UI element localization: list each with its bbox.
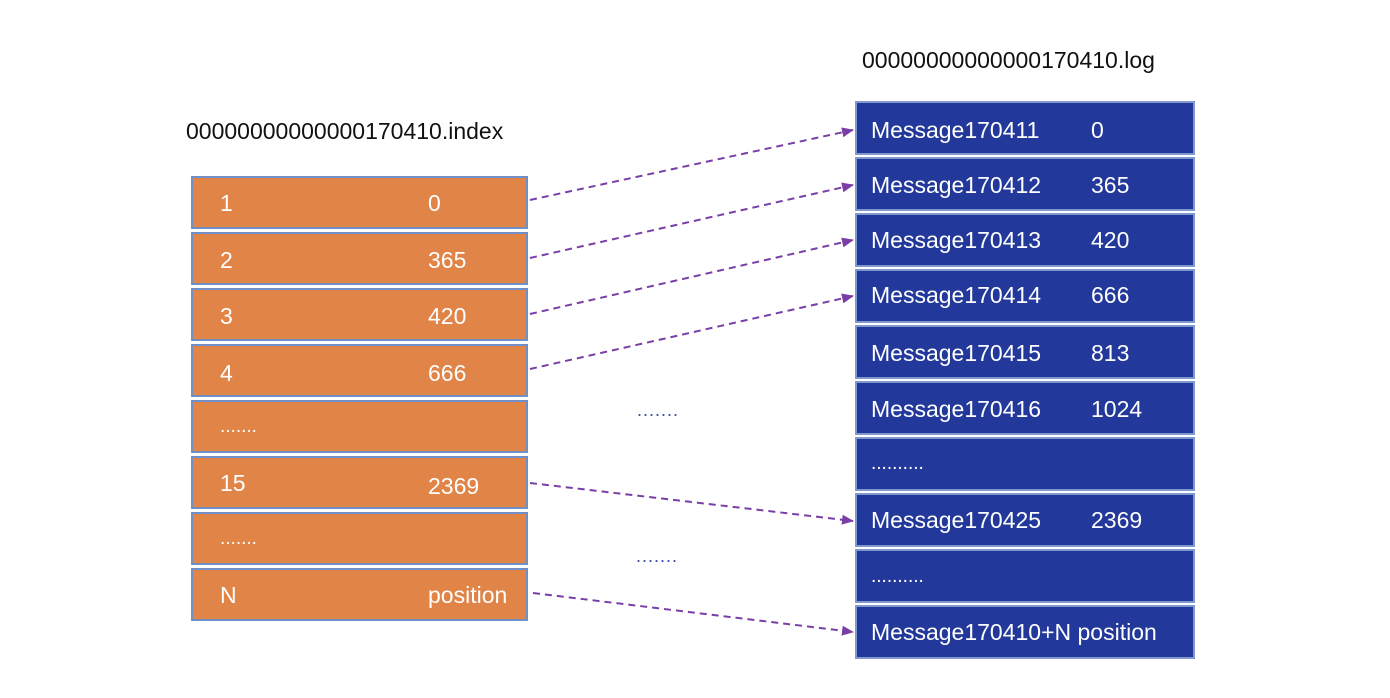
log-ellipsis: .......... bbox=[871, 566, 924, 587]
log-row-170414: Message170414 666 bbox=[855, 269, 1195, 323]
log-position: 365 bbox=[1091, 172, 1130, 198]
index-offset: 2369 bbox=[428, 473, 480, 499]
log-position: 2369 bbox=[1091, 507, 1143, 533]
index-file-title: 00000000000000170410.index bbox=[186, 118, 504, 144]
index-row-ellipsis-1: ....... bbox=[191, 400, 528, 453]
log-ellipsis: .......... bbox=[871, 453, 924, 474]
index-row-4: 4 666 bbox=[191, 344, 528, 397]
log-row-170413: Message170413 420 bbox=[855, 213, 1195, 267]
arrow-offset-0 bbox=[529, 127, 854, 201]
arrow-offset-position bbox=[532, 592, 854, 636]
index-row-2: 2 365 bbox=[191, 232, 528, 285]
middle-ellipsis-2: ....... bbox=[636, 546, 679, 566]
arrow-offset-365 bbox=[529, 182, 854, 259]
middle-ellipsis-1: ....... bbox=[637, 400, 680, 420]
index-row-3: 3 420 bbox=[191, 288, 528, 341]
log-row-ellipsis-1: .......... bbox=[855, 437, 1195, 491]
log-row-170415: Message170415 813 bbox=[855, 325, 1195, 379]
index-key: N bbox=[220, 582, 237, 608]
log-position: 0 bbox=[1091, 117, 1104, 143]
log-row-170425: Message170425 2369 bbox=[855, 493, 1195, 547]
log-position: 420 bbox=[1091, 227, 1130, 253]
index-offset: 420 bbox=[428, 303, 467, 329]
log-message: Message170410+N position bbox=[871, 619, 1157, 645]
log-row-ellipsis-2: .......... bbox=[855, 549, 1195, 603]
log-message: Message170416 bbox=[871, 396, 1042, 422]
arrow-offset-420 bbox=[529, 237, 854, 315]
index-key: 1 bbox=[220, 190, 233, 216]
log-message: Message170413 bbox=[871, 227, 1042, 253]
index-offset: 0 bbox=[428, 190, 441, 216]
log-row-170410-n: Message170410+N position bbox=[855, 605, 1195, 659]
index-offset: 666 bbox=[428, 360, 467, 386]
index-offset: position bbox=[428, 582, 508, 608]
log-message: Message170415 bbox=[871, 340, 1042, 366]
log-message: Message170412 bbox=[871, 172, 1042, 198]
index-key: 15 bbox=[220, 470, 246, 496]
log-file-title: 00000000000000170410.log bbox=[862, 47, 1155, 73]
index-key: 3 bbox=[220, 303, 233, 329]
index-row-ellipsis-2: ....... bbox=[191, 512, 528, 565]
index-key: 4 bbox=[220, 360, 233, 386]
log-position: 1024 bbox=[1091, 396, 1143, 422]
arrow-offset-666 bbox=[529, 293, 854, 370]
index-ellipsis: ....... bbox=[220, 528, 257, 549]
index-ellipsis: ....... bbox=[220, 416, 257, 437]
index-offset: 365 bbox=[428, 247, 467, 273]
log-position: 666 bbox=[1091, 282, 1130, 308]
log-row-170412: Message170412 365 bbox=[855, 157, 1195, 211]
log-message: Message170425 bbox=[871, 507, 1042, 533]
arrow-offset-2369 bbox=[529, 482, 854, 525]
log-position: 813 bbox=[1091, 340, 1130, 366]
index-row-n: N position bbox=[191, 568, 528, 621]
index-key: 2 bbox=[220, 247, 233, 273]
log-message: Message170414 bbox=[871, 282, 1042, 308]
log-row-170416: Message170416 1024 bbox=[855, 381, 1195, 435]
index-row-15: 15 2369 bbox=[191, 456, 528, 509]
index-row-1: 1 0 bbox=[191, 176, 528, 229]
log-message: Message170411 bbox=[871, 117, 1040, 143]
log-row-170411: Message170411 0 bbox=[855, 101, 1195, 155]
